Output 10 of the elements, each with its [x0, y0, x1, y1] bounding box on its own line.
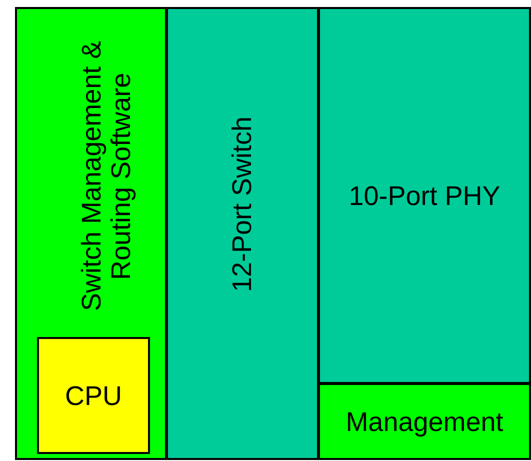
block-label: Management: [344, 406, 504, 439]
phy-panel: [318, 7, 531, 384]
cpu-box: [37, 337, 150, 454]
management-panel: [318, 383, 531, 460]
switch-panel: [166, 7, 319, 460]
block-label: Switch Management & Routing Software: [75, 40, 137, 314]
block-label: 12-Port Switch: [226, 115, 258, 294]
block-label: 10-Port PHY: [348, 180, 502, 213]
block-label: CPU: [64, 380, 123, 413]
software-panel: [15, 7, 167, 460]
